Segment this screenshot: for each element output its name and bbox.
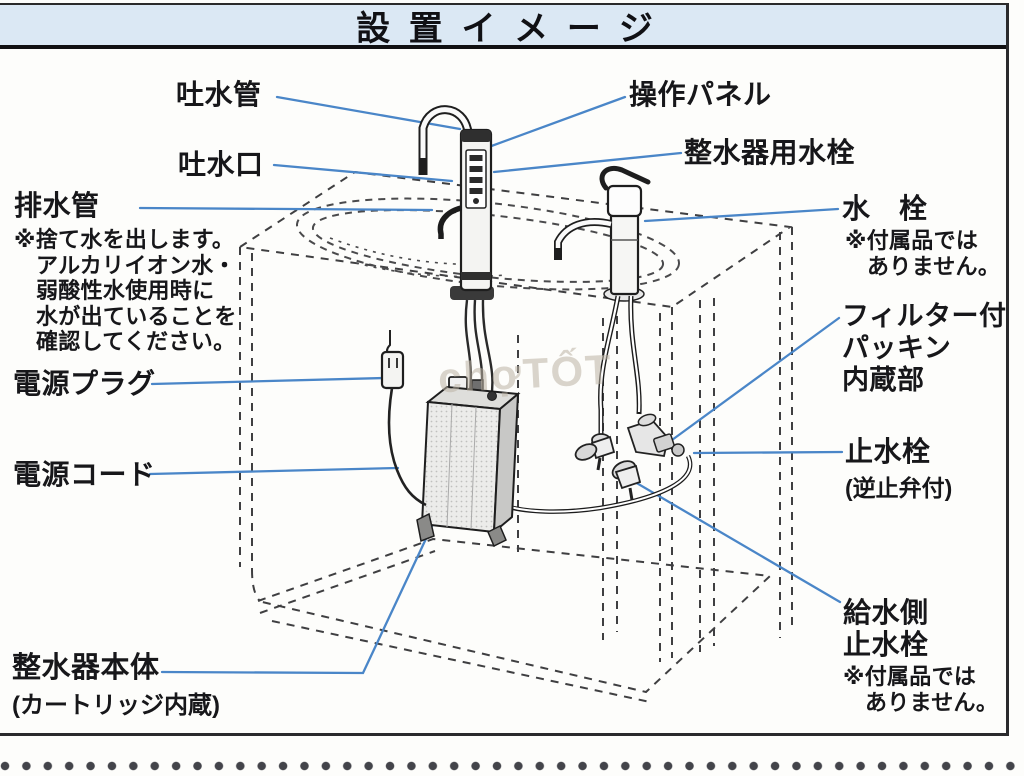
label-purifier-body: 整水器本体 bbox=[12, 652, 160, 684]
label-power-cord: 電源コード bbox=[13, 459, 156, 490]
unit-seam-2 bbox=[470, 406, 477, 530]
label-control-panel: 操作パネル bbox=[629, 79, 772, 110]
fitting-handle bbox=[637, 413, 657, 427]
label-stop-valve-sub: (逆止弁付) bbox=[845, 475, 953, 501]
valve-assembly bbox=[574, 413, 685, 501]
leader-filter-packing bbox=[670, 316, 841, 442]
label-drain-pipe: 排水管 bbox=[14, 190, 100, 221]
unit-front-texture bbox=[422, 402, 500, 532]
power-cord-shape bbox=[387, 387, 427, 507]
leader-purifier-faucet bbox=[492, 151, 683, 174]
perforation-dots bbox=[0, 757, 1024, 774]
plug-prong-slots bbox=[388, 358, 398, 368]
faucet-spout bbox=[554, 218, 612, 252]
note-drain-pipe: ※捨て水を出します。 アルカリイオン水・ 弱酸性水使用時に 水が出ていることを … bbox=[14, 227, 237, 355]
purifier-faucet-device bbox=[418, 105, 494, 401]
leader-power-cord bbox=[148, 466, 400, 476]
note-supply-valve: ※付属品では ありません。 bbox=[843, 664, 999, 715]
supply-hose bbox=[504, 454, 693, 514]
supply-valve-stem bbox=[628, 487, 634, 501]
drain-hose-shape bbox=[437, 205, 462, 239]
power-plug-body bbox=[380, 350, 405, 390]
label-purifier-body-sub: (カートリッジ内蔵) bbox=[12, 692, 220, 719]
supply-valve-body bbox=[614, 464, 642, 490]
leader-purifier-body bbox=[160, 460, 464, 675]
purifier-unit bbox=[416, 376, 521, 548]
unit-foot-right bbox=[487, 524, 507, 548]
check-valve-outlet bbox=[671, 443, 685, 457]
leader-control-panel bbox=[484, 95, 627, 150]
leader-stop-valve bbox=[692, 450, 844, 455]
leader-spout-outlet bbox=[272, 163, 454, 183]
faucet-body bbox=[609, 212, 640, 296]
frame-bottom-border bbox=[0, 733, 1009, 736]
leader-drain-pipe bbox=[138, 206, 434, 212]
kitchen-faucet bbox=[554, 166, 651, 436]
control-panel-buttons bbox=[469, 155, 483, 204]
note-faucet: ※付属品では ありません。 bbox=[845, 228, 1001, 279]
spout-pipe-highlight bbox=[420, 107, 471, 158]
stop-valve-handle bbox=[574, 443, 598, 461]
leader-faucet bbox=[643, 207, 840, 223]
page-title: 設置イメージ bbox=[356, 9, 672, 48]
stop-valve-stem bbox=[596, 457, 602, 471]
unit-top-port bbox=[487, 391, 497, 401]
label-purifier-faucet: 整水器用水栓 bbox=[684, 137, 856, 168]
faucet-upper bbox=[606, 184, 643, 218]
label-stop-valve: 止水栓 bbox=[845, 436, 931, 467]
label-filter-packing: フィルター付 パッキン 内蔵部 bbox=[842, 301, 1007, 395]
unit-foot-left bbox=[416, 512, 435, 543]
leader-supply-valve bbox=[626, 476, 842, 604]
leader-power-plug bbox=[150, 376, 387, 386]
power-plug-and-cord bbox=[380, 330, 427, 507]
label-supply-valve: 給水側 止水栓 bbox=[843, 597, 929, 661]
faucet-hoses bbox=[598, 295, 642, 436]
header-band: 設置イメージ bbox=[0, 3, 1009, 49]
device-lower-band bbox=[461, 272, 491, 280]
frame-right-border bbox=[1006, 3, 1009, 736]
faucet-spout-highlight bbox=[555, 219, 612, 248]
faucet-lever bbox=[599, 166, 651, 191]
label-power-plug: 電源プラグ bbox=[13, 368, 156, 399]
unit-seam-1 bbox=[446, 403, 453, 528]
label-spout-outlet: 吐水口 bbox=[178, 149, 264, 180]
label-faucet: 水 栓 bbox=[842, 193, 928, 224]
check-valve-nut bbox=[653, 433, 675, 453]
device-top-cap bbox=[461, 130, 491, 142]
unit-right-face bbox=[492, 391, 520, 535]
label-spout-pipe: 吐水管 bbox=[176, 79, 262, 110]
